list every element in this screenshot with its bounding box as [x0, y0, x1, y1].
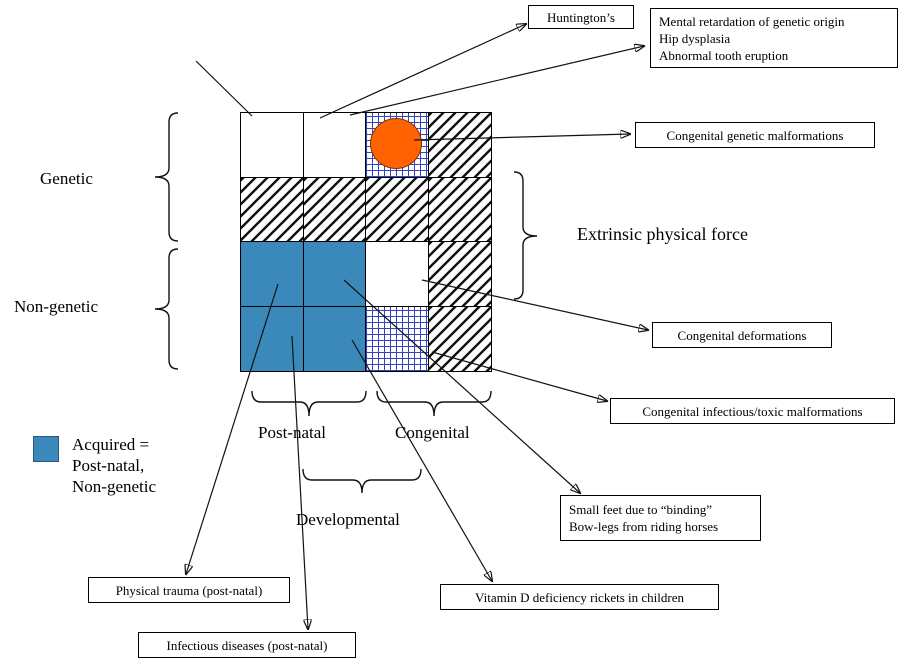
callout-physical-trauma: Physical trauma (post-natal) [88, 577, 290, 603]
brace-developmental [302, 468, 422, 494]
arrow-infectious-diseases [291, 335, 308, 629]
grid-cell-bluegrid [366, 306, 429, 371]
arrow-genetic-origin-examples [349, 46, 644, 116]
label-extrinsic-physical-force: Extrinsic physical force [577, 224, 748, 244]
callout-line: Physical trauma (post-natal) [115, 582, 263, 598]
callout-line: Congenital genetic malformations [666, 127, 844, 143]
grid-cell-diag [428, 242, 491, 307]
grid-cell-diag [428, 177, 491, 242]
callout-line: Bow-legs from riding horses [569, 519, 719, 534]
legend-text: Acquired = Post-natal, Non-genetic [72, 434, 156, 497]
grid-cell-blue [241, 306, 304, 371]
grid-cell-blue [303, 306, 366, 371]
legend-blue-swatch [33, 436, 59, 462]
grid-cell-diag [241, 177, 304, 242]
grid-cell-blue [241, 242, 304, 307]
callout-line: Mental retardation of genetic origin [659, 13, 845, 29]
grid-cell-blue [303, 242, 366, 307]
callout-line: Hip dysplasia [659, 30, 731, 46]
category-grid [240, 112, 492, 372]
label-genetic: Genetic [40, 169, 93, 188]
legend: Acquired = Post-natal, Non-genetic [33, 434, 156, 497]
callout-congenital-deformations: Congenital deformations [652, 322, 832, 348]
callout-line: Congenital deformations [677, 327, 807, 343]
callout-infectious-diseases: Infectious diseases (post-natal) [138, 632, 356, 658]
grid-cell-bluegrid-circle [366, 113, 429, 178]
callout-small-feet: Small feet due to “binding” Bow-legs fro… [560, 495, 761, 541]
grid-cell-diag [428, 113, 491, 178]
brace-genetic [154, 112, 179, 242]
grid-cell-diag [428, 306, 491, 371]
legend-line: Non-genetic [72, 477, 157, 496]
callout-line: Abnormal tooth eruption [659, 47, 789, 63]
label-congenital: Congenital [395, 423, 470, 442]
legend-line: Acquired = [72, 435, 150, 454]
brace-congenital [376, 390, 492, 417]
callout-congenital-infectious-toxic: Congenital infectious/toxic malformation… [610, 398, 895, 424]
callout-line: Huntington’s [547, 9, 615, 25]
arrow-vitamin-d [351, 339, 492, 581]
callout-line: Small feet due to “binding” [569, 502, 712, 517]
label-developmental: Developmental [296, 510, 400, 529]
label-post-natal: Post-natal [258, 423, 326, 442]
callout-huntingtons: Huntington’s [528, 5, 634, 29]
grid-cell-diag [366, 177, 429, 242]
grid-cell-diag [303, 177, 366, 242]
label-non-genetic: Non-genetic [14, 297, 99, 316]
brace-extrinsic-physical-force [513, 171, 538, 300]
brace-non-genetic [154, 248, 179, 370]
legend-line: Post-natal, [72, 456, 145, 475]
callout-line: Congenital infectious/toxic malformation… [642, 403, 863, 419]
callout-line: Vitamin D deficiency rickets in children [475, 589, 684, 605]
orange-circle-marker [370, 118, 422, 169]
callout-congenital-genetic-malformations: Congenital genetic malformations [635, 122, 875, 148]
arrow-huntingtons [319, 24, 526, 119]
callout-line: Infectious diseases (post-natal) [166, 637, 328, 653]
callout-genetic-origin-examples: Mental retardation of genetic origin Hip… [650, 8, 898, 68]
callout-vitamin-d: Vitamin D deficiency rickets in children [440, 584, 719, 610]
grid-cell-plain [366, 242, 429, 307]
line-top-left-pointer [195, 60, 253, 117]
grid-cell-plain [303, 113, 366, 178]
brace-post-natal [251, 390, 367, 417]
grid-cell-plain [241, 113, 304, 178]
